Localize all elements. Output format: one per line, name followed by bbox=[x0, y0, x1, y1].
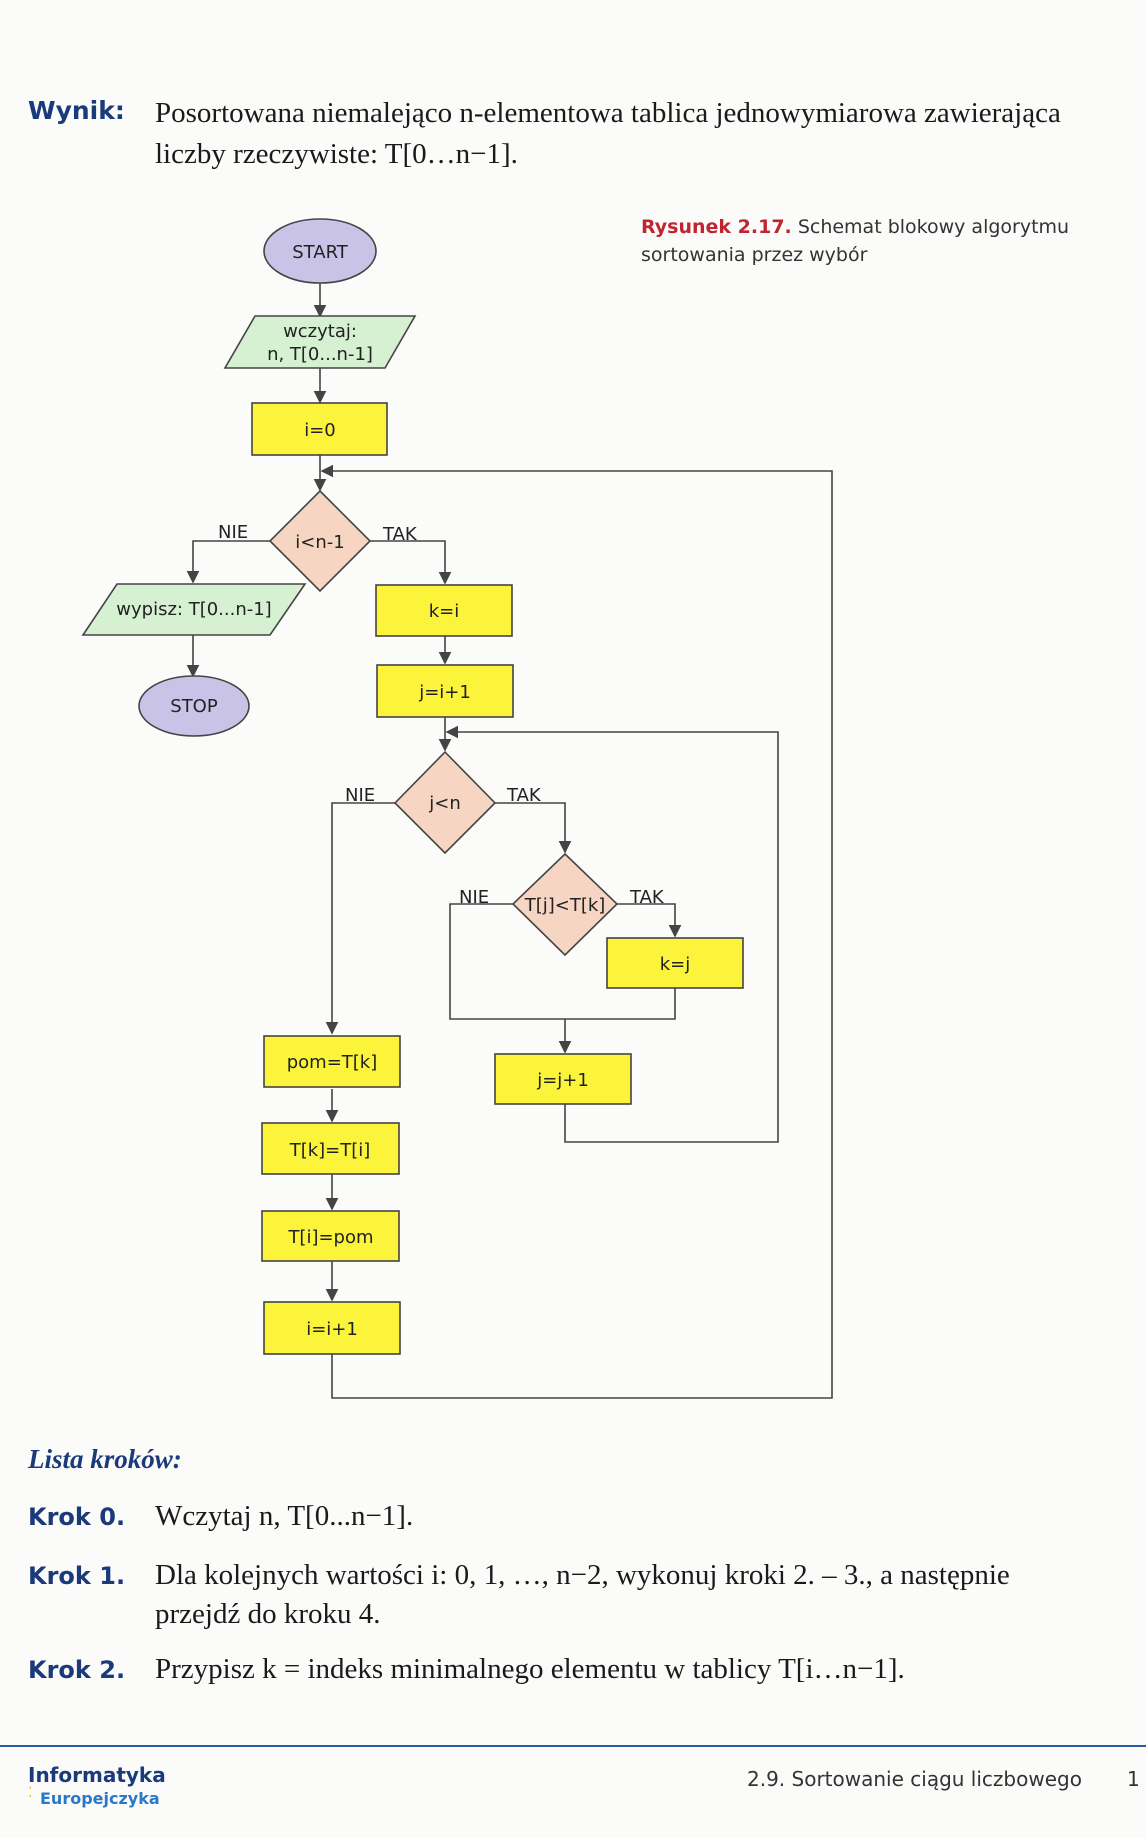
swap-step-2-label: T[k]=T[i] bbox=[289, 1140, 371, 1161]
selection-sort-flowchart: START wczytaj: n, T[0...n-1] i=0 i<n-1 N… bbox=[81, 218, 833, 1399]
result-label: Wynik: bbox=[28, 96, 125, 125]
compare-condition: T[j]<T[k] bbox=[524, 895, 606, 916]
assign-kj-block: k=j bbox=[606, 937, 744, 989]
assign-k-block: k=i bbox=[375, 584, 513, 637]
outer-condition: i<n-1 bbox=[295, 532, 344, 553]
inc-j-label: j=j+1 bbox=[536, 1070, 589, 1091]
step-0-text: Wczytaj n, T[0...n−1]. bbox=[155, 1500, 414, 1532]
inc-i-label: i=i+1 bbox=[306, 1319, 358, 1340]
step-2-label: Krok 2. bbox=[28, 1656, 126, 1684]
figure-number: Rysunek 2.17. bbox=[641, 216, 792, 238]
compare-decision: T[j]<T[k] NIE TAK bbox=[459, 852, 665, 957]
stop-label: STOP bbox=[170, 696, 218, 717]
outer-yes-label: TAK bbox=[382, 524, 418, 545]
outer-loop-decision: i<n-1 NIE TAK bbox=[218, 489, 418, 593]
figure-caption-text: Schemat blokowy algorytmu sortowania prz… bbox=[641, 216, 1070, 266]
swap-step-2-block: T[k]=T[i] bbox=[261, 1122, 400, 1175]
swap-step-1-label: pom=T[k] bbox=[287, 1052, 378, 1073]
swap-step-3-label: T[i]=pom bbox=[287, 1227, 373, 1248]
start-terminal: START bbox=[263, 218, 377, 284]
swap-step-3-block: T[i]=pom bbox=[261, 1210, 400, 1262]
assign-j-label: j=i+1 bbox=[418, 682, 471, 703]
compare-no-label: NIE bbox=[459, 887, 489, 908]
read-args: n, T[0...n-1] bbox=[267, 344, 373, 365]
brand-stars-icon: ⁚ bbox=[28, 1786, 33, 1801]
result-description: Posortowana niemalejąco n-elementowa tab… bbox=[155, 97, 1061, 170]
compare-yes-label: TAK bbox=[629, 887, 665, 908]
page-number: 1 bbox=[1127, 1767, 1140, 1791]
figure-caption: Rysunek 2.17. Schemat blokowy algorytmu … bbox=[641, 213, 1091, 269]
step-0-label: Krok 0. bbox=[28, 1503, 126, 1531]
init-i-block: i=0 bbox=[251, 402, 388, 456]
step-2-text: Przypisz k = indeks minimalnego elementu… bbox=[155, 1653, 905, 1685]
stop-terminal: STOP bbox=[138, 675, 250, 737]
brand-name: Informatyka bbox=[28, 1763, 166, 1787]
footer-divider bbox=[0, 1745, 1146, 1747]
inner-condition: j<n bbox=[428, 793, 461, 814]
assign-k-label: k=i bbox=[429, 601, 460, 622]
inner-loop-decision: j<n NIE TAK bbox=[345, 750, 542, 855]
brand-subtitle: Europejczyka bbox=[40, 1789, 160, 1808]
write-output-block: wypisz: T[0...n-1] bbox=[81, 583, 307, 636]
steps-title: Lista kroków: bbox=[28, 1444, 182, 1474]
footer-section-title: 2.9. Sortowanie ciągu liczbowego bbox=[747, 1767, 1082, 1791]
assign-j-block: j=i+1 bbox=[376, 664, 514, 718]
inner-yes-label: TAK bbox=[506, 785, 542, 806]
read-input-block: wczytaj: n, T[0...n-1] bbox=[223, 315, 417, 369]
step-1-text: Dla kolejnych wartości i: 0, 1, …, n−2, … bbox=[155, 1559, 1010, 1630]
outer-no-label: NIE bbox=[218, 522, 248, 543]
swap-step-1-block: pom=T[k] bbox=[263, 1035, 401, 1088]
init-i-label: i=0 bbox=[304, 420, 336, 441]
inc-i-block: i=i+1 bbox=[263, 1301, 401, 1355]
read-label: wczytaj: bbox=[283, 321, 357, 342]
inc-j-block: j=j+1 bbox=[494, 1053, 632, 1105]
write-label: wypisz: T[0...n-1] bbox=[116, 599, 271, 620]
step-1-label: Krok 1. bbox=[28, 1562, 126, 1590]
assign-kj-label: k=j bbox=[660, 954, 691, 975]
start-label: START bbox=[292, 242, 349, 263]
inner-no-label: NIE bbox=[345, 785, 375, 806]
